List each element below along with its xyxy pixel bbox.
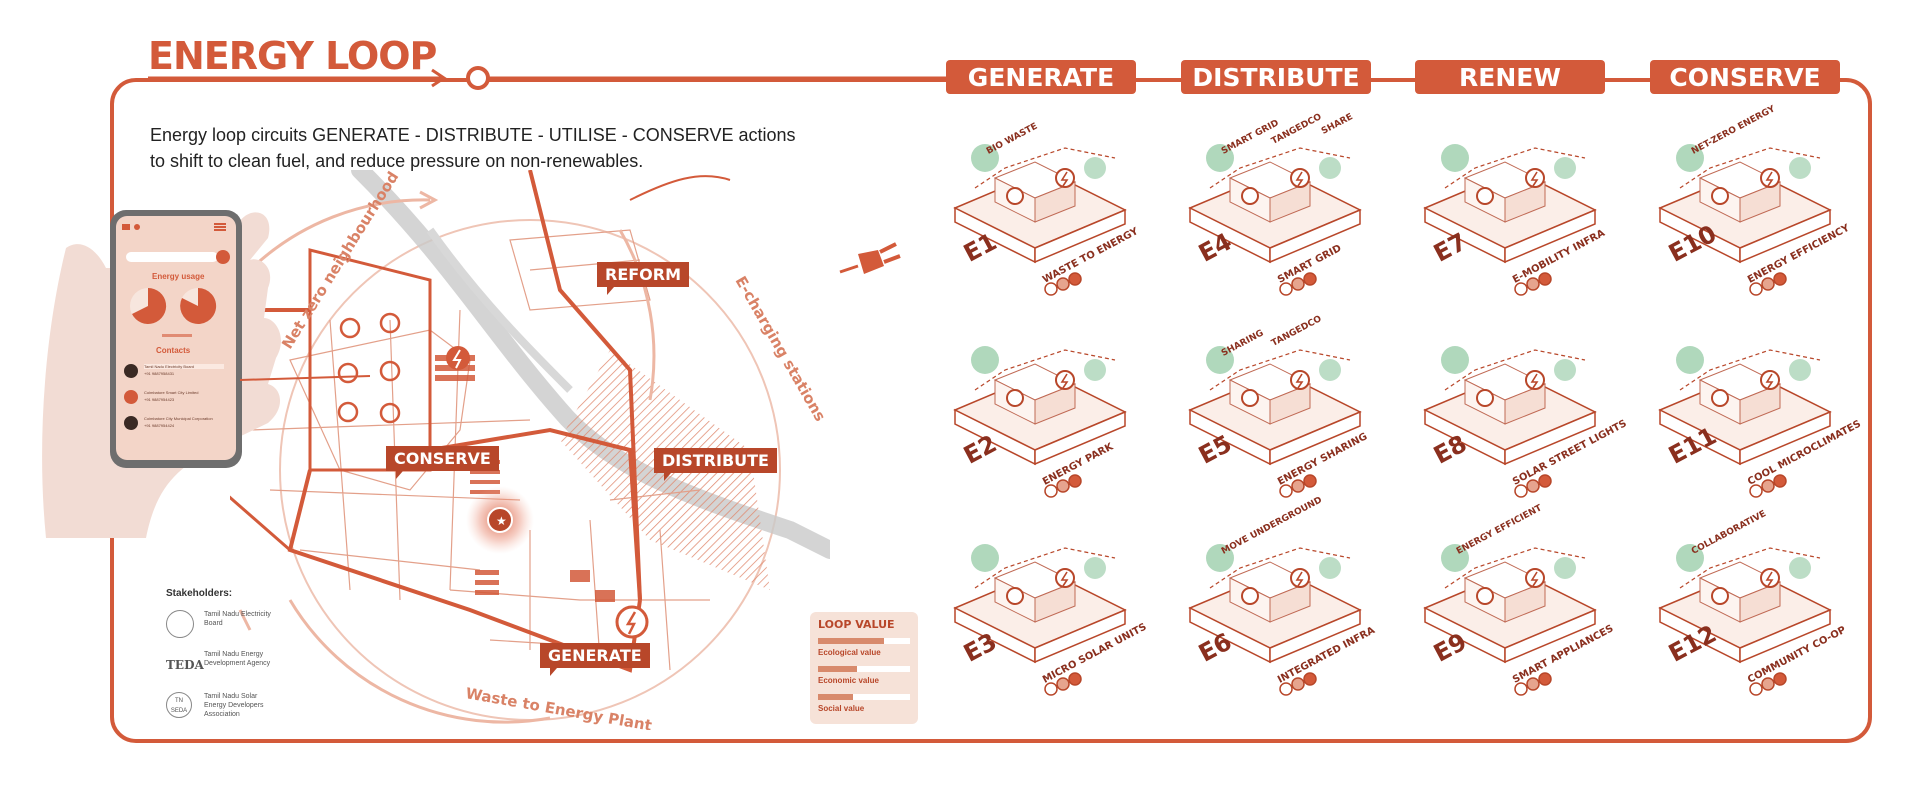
home-icon[interactable] — [122, 224, 130, 230]
plug-icon — [839, 242, 901, 274]
phone-screen: Energy usage Contacts Tamil Nadu Electri… — [116, 216, 236, 460]
arc-label-net-zero: Net zero neighbourhood — [278, 170, 402, 352]
isometric-block-illustration — [953, 544, 1127, 696]
isometric-block-illustration — [1423, 144, 1597, 296]
social-label: Social value — [818, 704, 865, 713]
stakeholders-title: Stakeholders: — [166, 588, 233, 599]
isometric-block-illustration — [1658, 346, 1832, 498]
contact-phone: +91 9887958431 — [144, 371, 175, 376]
map-tag-distribute: DISTRIBUTE — [654, 448, 777, 481]
isometric-block-illustration — [1423, 544, 1597, 696]
column-header-conserve: CONSERVE — [1650, 60, 1840, 94]
contact-name: Tamil Nadu Electricity Board — [144, 364, 224, 369]
page-title: ENERGY LOOP — [148, 34, 437, 78]
search-input[interactable] — [126, 252, 218, 262]
arc-label-e-charging: E-charging stations — [732, 273, 830, 425]
column-header-distribute: DISTRIBUTE — [1181, 60, 1371, 94]
ecological-bar — [818, 638, 910, 644]
pager-dots — [162, 334, 192, 337]
isometric-block-illustration — [1188, 544, 1362, 696]
economic-bar — [818, 666, 910, 672]
map-tag-conserve: CONSERVE — [386, 446, 499, 479]
search-icon[interactable] — [216, 250, 230, 264]
contact-name: Coimbatore Smart City Limited — [144, 390, 199, 395]
tnseda-logo: TN SEDA — [166, 692, 192, 718]
social-bar — [818, 694, 910, 700]
usage-pie-charts — [130, 287, 217, 324]
isometric-block-illustration — [1658, 544, 1832, 696]
column-header-renew: RENEW — [1415, 60, 1605, 94]
isometric-block-illustration — [1188, 144, 1362, 296]
column-header-generate: GENERATE — [946, 60, 1136, 94]
isometric-block-illustration — [953, 144, 1127, 296]
loop-value-panel: LOOP VALUE Ecological value Economic val… — [810, 612, 918, 724]
phone-mockup: Energy usage Contacts Tamil Nadu Electri… — [110, 210, 242, 468]
settings-icon[interactable] — [134, 224, 140, 230]
isometric-block-illustration — [1423, 346, 1597, 498]
isometric-block-illustration — [953, 346, 1127, 498]
header-connector — [148, 66, 948, 90]
teda-logo: TEDA — [166, 658, 204, 672]
contact-phone: +91 9887954424 — [144, 423, 175, 428]
contact-item[interactable]: Coimbatore Smart City Limited +91 988795… — [124, 388, 228, 408]
economic-label: Economic value — [818, 676, 879, 685]
contacts-title: Contacts — [156, 346, 191, 355]
tneb-logo — [166, 610, 194, 638]
map-tag-generate: GENERATE — [540, 643, 650, 676]
contact-item[interactable]: Tamil Nadu Electricity Board +91 9887958… — [124, 362, 228, 382]
isometric-block-illustration — [1188, 346, 1362, 498]
intro-line-1: Energy loop circuits GENERATE - DISTRIBU… — [150, 125, 796, 145]
contact-phone: +91 9887954423 — [144, 397, 175, 402]
energy-usage-title: Energy usage — [152, 272, 205, 281]
phone-connector — [240, 375, 371, 381]
stakeholder-name: Tamil Nadu Solar Energy Developers Assoc… — [204, 693, 264, 718]
svg-text:★: ★ — [496, 514, 507, 528]
stakeholder-name: Tamil Nadu Energy Development Agency — [204, 651, 271, 667]
map-tag-reform: REFORM — [597, 262, 690, 295]
intro-text: Energy loop circuits GENERATE - DISTRIBU… — [150, 122, 830, 174]
loop-value-title: LOOP VALUE — [818, 618, 895, 631]
contact-item[interactable]: Coimbatore City Municipal Corporation +9… — [124, 414, 228, 434]
stakeholder-name: Tamil Nadu Electricity Board — [204, 611, 271, 627]
intro-line-2: to shift to clean fuel, and reduce press… — [150, 151, 644, 171]
menu-icon[interactable] — [214, 223, 226, 225]
contact-name: Coimbatore City Municipal Corporation — [144, 416, 213, 421]
isometric-block-illustration — [1658, 144, 1832, 296]
ecological-label: Ecological value — [818, 648, 881, 657]
